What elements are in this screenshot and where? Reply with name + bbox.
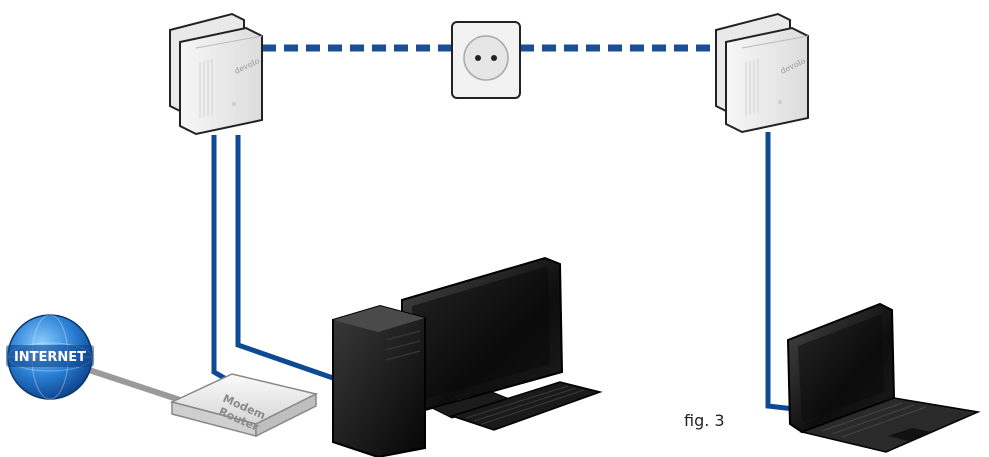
modem-router: Modem Router <box>169 373 319 438</box>
cable-internet-to-router <box>79 364 181 403</box>
powerline-adapter-right: devolo <box>715 12 809 134</box>
internet-globe-icon: INTERNET <box>6 314 94 400</box>
keyboard <box>449 381 603 431</box>
internet-label: INTERNET <box>14 350 86 365</box>
desktop-computer <box>332 256 603 457</box>
cable-adapter-to-router <box>211 135 256 398</box>
figure-caption: fig. 3 <box>684 411 725 430</box>
powerline-adapter-left: devolo <box>169 12 263 136</box>
wall-socket <box>451 21 521 99</box>
cable-adapter-to-pc <box>235 135 334 381</box>
laptop-computer <box>786 302 981 453</box>
laptop-keyboard <box>799 397 981 453</box>
